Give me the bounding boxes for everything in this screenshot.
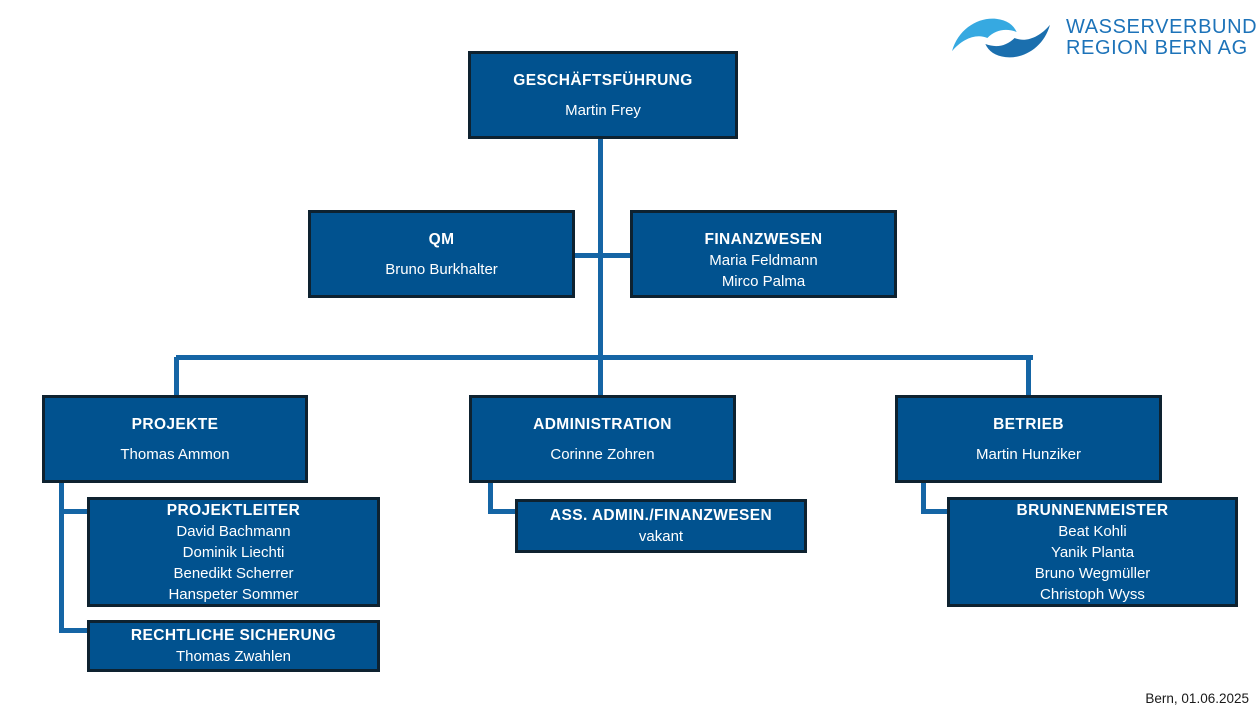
org-box-rechtliche-sicherung: RECHTLICHE SICHERUNG Thomas Zwahlen <box>87 620 380 672</box>
org-box-members: Maria Feldmann Mirco Palma <box>709 250 817 298</box>
org-box-title: QM <box>428 231 455 248</box>
org-box-ass-admin-finanzwesen: ASS. ADMIN./FINANZWESEN vakant <box>515 499 807 553</box>
org-box-members: Martin Frey <box>565 91 641 136</box>
org-box-members: Martin Hunziker <box>976 435 1081 480</box>
member-name: Mirco Palma <box>721 273 806 290</box>
member-name: Yanik Planta <box>1050 543 1135 561</box>
member-name: Bruno Burkhalter <box>385 261 498 278</box>
member-name: Benedikt Scherrer <box>173 564 294 582</box>
org-box-projektleiter: PROJEKTLEITER David Bachmann Dominik Lie… <box>87 497 380 607</box>
org-box-title: GESCHÄFTSFÜHRUNG <box>513 72 693 89</box>
connector-stub-projektleiter <box>61 509 87 514</box>
member-name: Martin Frey <box>565 102 641 119</box>
member-name: Christoph Wyss <box>1040 585 1145 603</box>
connector-projekte-subtree <box>59 483 64 633</box>
company-name: WASSERVERBUND REGION BERN AG <box>1066 17 1257 59</box>
connector-stub-brunnenmeister <box>923 509 947 514</box>
org-box-title: BRUNNENMEISTER <box>1016 501 1169 519</box>
org-box-title: ADMINISTRATION <box>533 416 672 433</box>
org-box-betrieb: BETRIEB Martin Hunziker <box>895 395 1162 483</box>
connector-qm-finanzwesen <box>575 253 630 258</box>
member-name: Thomas Zwahlen <box>175 648 292 665</box>
connector-trunk <box>598 139 603 395</box>
org-box-title: RECHTLICHE SICHERUNG <box>130 627 337 644</box>
member-name: Hanspeter Sommer <box>168 585 299 603</box>
org-box-title: FINANZWESEN <box>704 231 823 248</box>
connector-administration-subtree <box>488 483 493 514</box>
connector-stub-ass-admin <box>490 509 515 514</box>
org-box-title: BETRIEB <box>993 416 1064 433</box>
member-name: Beat Kohli <box>1058 522 1127 540</box>
org-box-brunnenmeister: BRUNNENMEISTER Beat Kohli Yanik Planta B… <box>947 497 1238 607</box>
company-logo: WASSERVERBUND REGION BERN AG <box>948 12 1257 64</box>
connector-distribution <box>176 355 1033 360</box>
connector-stub-rechtliche-sicherung <box>61 628 87 633</box>
member-name: vakant <box>638 528 684 545</box>
org-box-administration: ADMINISTRATION Corinne Zohren <box>469 395 736 483</box>
wave-icon <box>952 18 1050 58</box>
connector-betrieb-subtree <box>921 483 926 514</box>
org-box-qm: QM Bruno Burkhalter <box>308 210 575 298</box>
org-box-title: ASS. ADMIN./FINANZWESEN <box>549 507 773 524</box>
member-name: Bruno Wegmüller <box>1034 564 1151 582</box>
member-name: Thomas Ammon <box>120 446 230 463</box>
connector-drop-betrieb <box>1026 357 1031 395</box>
org-box-title: PROJEKTE <box>131 416 219 433</box>
org-box-title: PROJEKTLEITER <box>166 501 301 519</box>
member-name: Corinne Zohren <box>550 446 655 463</box>
company-name-line1: WASSERVERBUND <box>1066 16 1257 38</box>
connector-drop-projekte <box>174 357 179 395</box>
org-box-members: Thomas Ammon <box>120 435 229 480</box>
member-name: Dominik Liechti <box>182 543 285 561</box>
org-box-members: Bruno Burkhalter <box>385 250 498 295</box>
company-name-line2: REGION BERN AG <box>1066 37 1248 59</box>
member-name: David Bachmann <box>176 522 291 540</box>
date-stamp: Bern, 01.06.2025 <box>1145 691 1249 706</box>
org-box-finanzwesen: FINANZWESEN Maria Feldmann Mirco Palma <box>630 210 897 298</box>
org-box-projekte: PROJEKTE Thomas Ammon <box>42 395 308 483</box>
org-box-geschaeftsfuehrung: GESCHÄFTSFÜHRUNG Martin Frey <box>468 51 738 139</box>
member-name: Martin Hunziker <box>975 446 1082 463</box>
member-name: Maria Feldmann <box>709 252 818 269</box>
org-box-members: Corinne Zohren <box>550 435 654 480</box>
